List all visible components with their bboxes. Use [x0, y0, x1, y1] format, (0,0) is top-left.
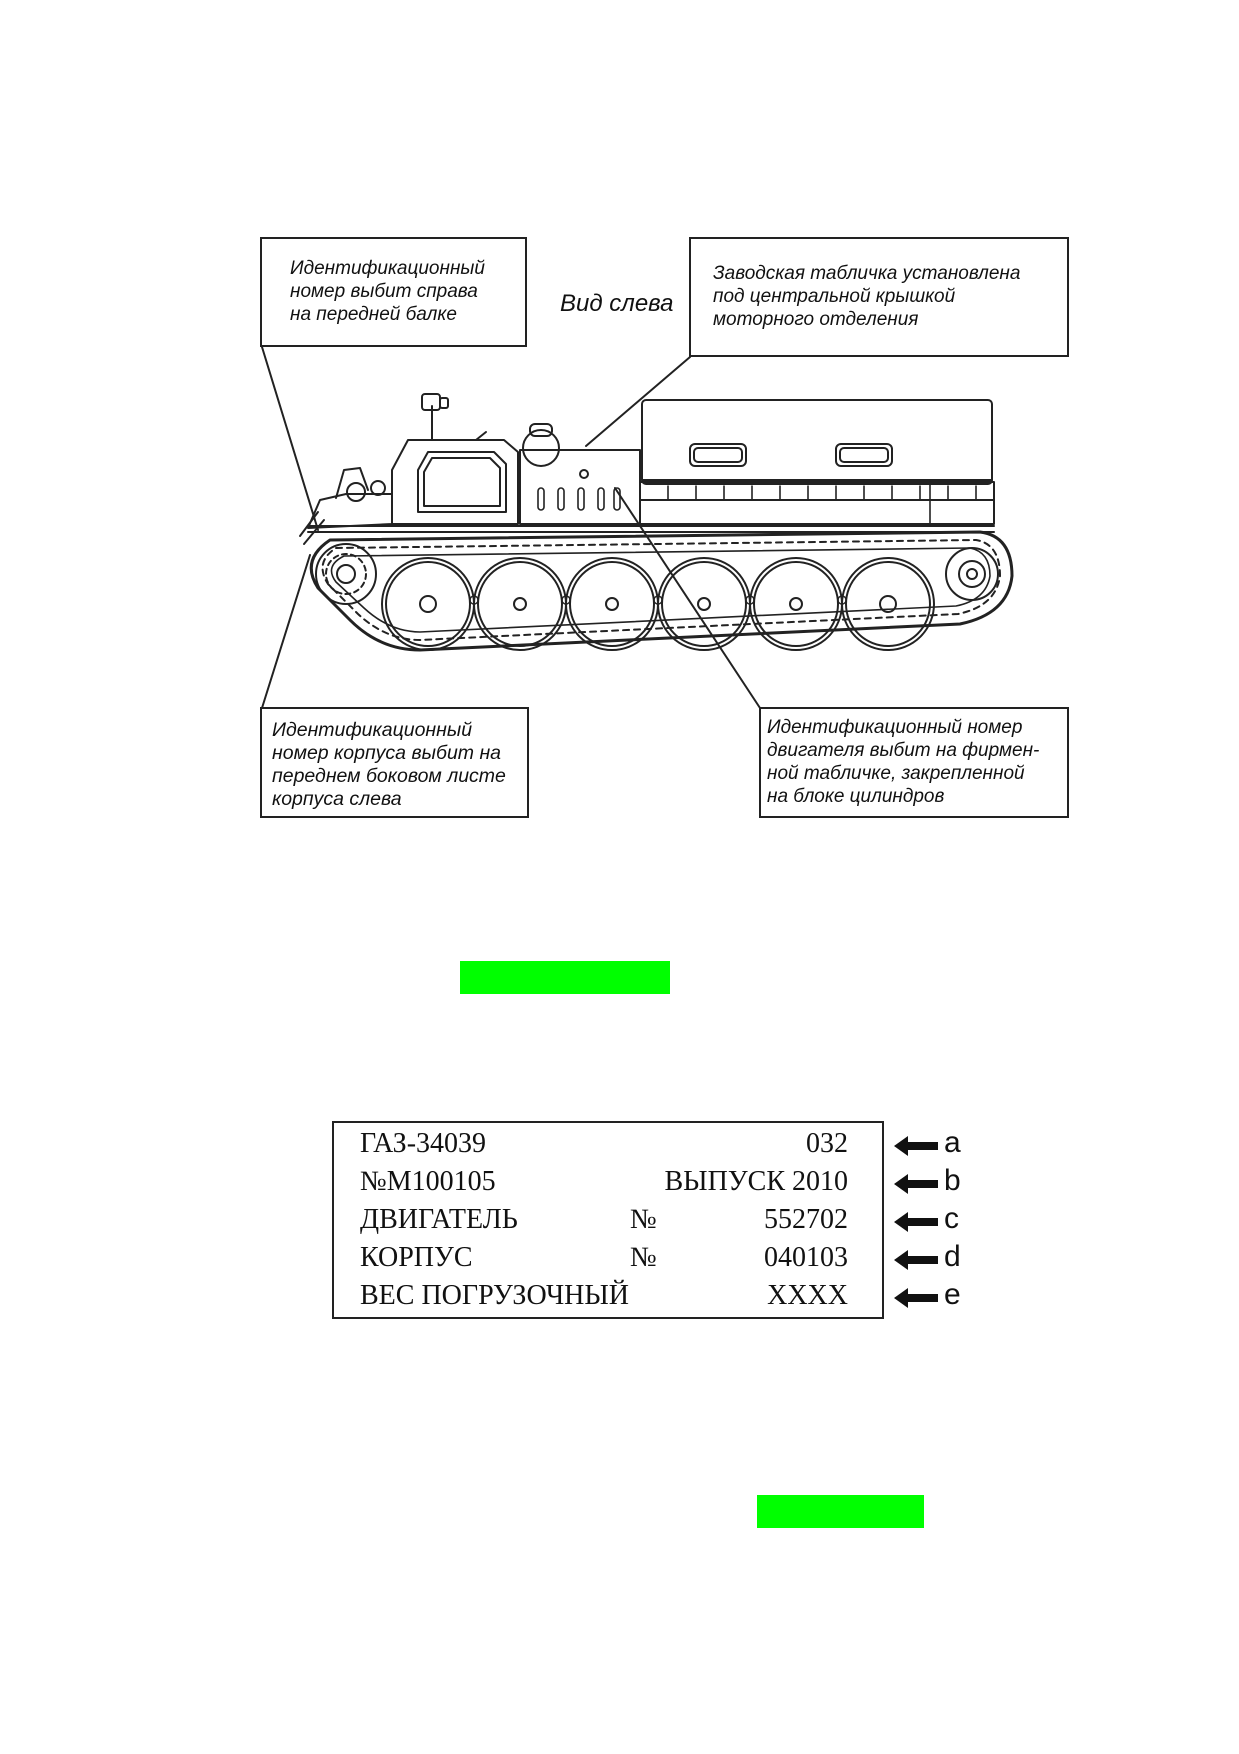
row-letter: b [944, 1164, 961, 1197]
plate-model: ГАЗ-34039 [360, 1128, 487, 1159]
row-letter: e [944, 1278, 961, 1311]
callout-line: номер корпуса выбит на [272, 742, 502, 764]
plate-weight-label: ВЕС ПОГРУЗОЧНЫЙ [360, 1280, 630, 1311]
leader-line-bottom-right [614, 487, 761, 709]
plate-serial-number: №М100105 [360, 1166, 496, 1197]
highlight-marker [757, 1495, 924, 1528]
hull-side-rear [639, 481, 995, 525]
callout-engine-id-number: Идентификационный номер двигателя выбит … [759, 707, 1069, 818]
cargo-box [641, 399, 993, 485]
drive-sprocket [315, 543, 377, 605]
left-arrow-icon [894, 1136, 938, 1156]
callout-factory-plate-location: Заводская табличка установлена под центр… [689, 237, 1069, 357]
plate-model-code: 032 [806, 1128, 848, 1159]
plate-hull-label: КОРПУС [360, 1242, 473, 1273]
cargo-window-left [689, 443, 747, 467]
plate-number-sign: № [630, 1242, 657, 1273]
plate-engine-number: 552702 [764, 1204, 848, 1235]
cab-window [417, 451, 507, 513]
track [309, 530, 1014, 652]
callout-frame-id-number: Идентификационный номер выбит справа на … [260, 237, 527, 347]
hull-front [307, 493, 393, 529]
factory-plate: ГАЗ-34039 032 №М100105 ВЫПУСК 2010 ДВИГА… [332, 1121, 884, 1319]
cab [391, 439, 519, 525]
left-arrow-icon [894, 1174, 938, 1194]
leader-line-top-left [261, 346, 319, 531]
plate-engine-label: ДВИГАТЕЛЬ [360, 1204, 518, 1235]
left-arrow-icon [894, 1212, 938, 1232]
left-arrow-icon [894, 1288, 938, 1308]
view-label: Вид слева [560, 290, 674, 317]
callout-line: двигателя выбит на фирмен- [767, 740, 1040, 761]
highlight-marker [460, 961, 670, 994]
callout-line: корпуса слева [272, 788, 402, 810]
plate-weight-value: XXXX [767, 1280, 848, 1311]
callout-line: Идентификационный [290, 258, 485, 279]
plate-hull-number: 040103 [764, 1242, 848, 1273]
callout-line: Идентификационный [272, 719, 473, 741]
callout-line: Идентификационный номер [767, 717, 1023, 738]
plate-number-sign: № [630, 1204, 657, 1235]
callout-line: Заводская табличка установлена [713, 263, 1021, 284]
callout-hull-id-number: Идентификационный номер корпуса выбит на… [260, 707, 529, 818]
row-letter: a [944, 1126, 961, 1159]
callout-line: под центральной крышкой [713, 286, 956, 307]
callout-line: моторного отделения [713, 309, 919, 330]
idler-wheel [945, 547, 999, 601]
row-arrows [894, 1136, 938, 1308]
row-letter: d [944, 1240, 961, 1273]
plate-year: ВЫПУСК 2010 [664, 1166, 849, 1197]
callout-line: на блоке цилиндров [767, 786, 945, 807]
engine-compartment [519, 449, 641, 525]
row-letter: c [944, 1202, 959, 1235]
cargo-window-right [835, 443, 893, 467]
leader-line-bottom-left [261, 554, 311, 709]
callout-line: номер выбит справа [290, 281, 478, 302]
air-filter [522, 429, 560, 467]
callout-line: переднем боковом листе [272, 765, 506, 787]
callout-line: на передней балке [290, 304, 457, 325]
leader-line-top-right [585, 356, 691, 447]
left-arrow-icon [894, 1250, 938, 1270]
callout-line: ной табличке, закрепленной [767, 763, 1025, 784]
